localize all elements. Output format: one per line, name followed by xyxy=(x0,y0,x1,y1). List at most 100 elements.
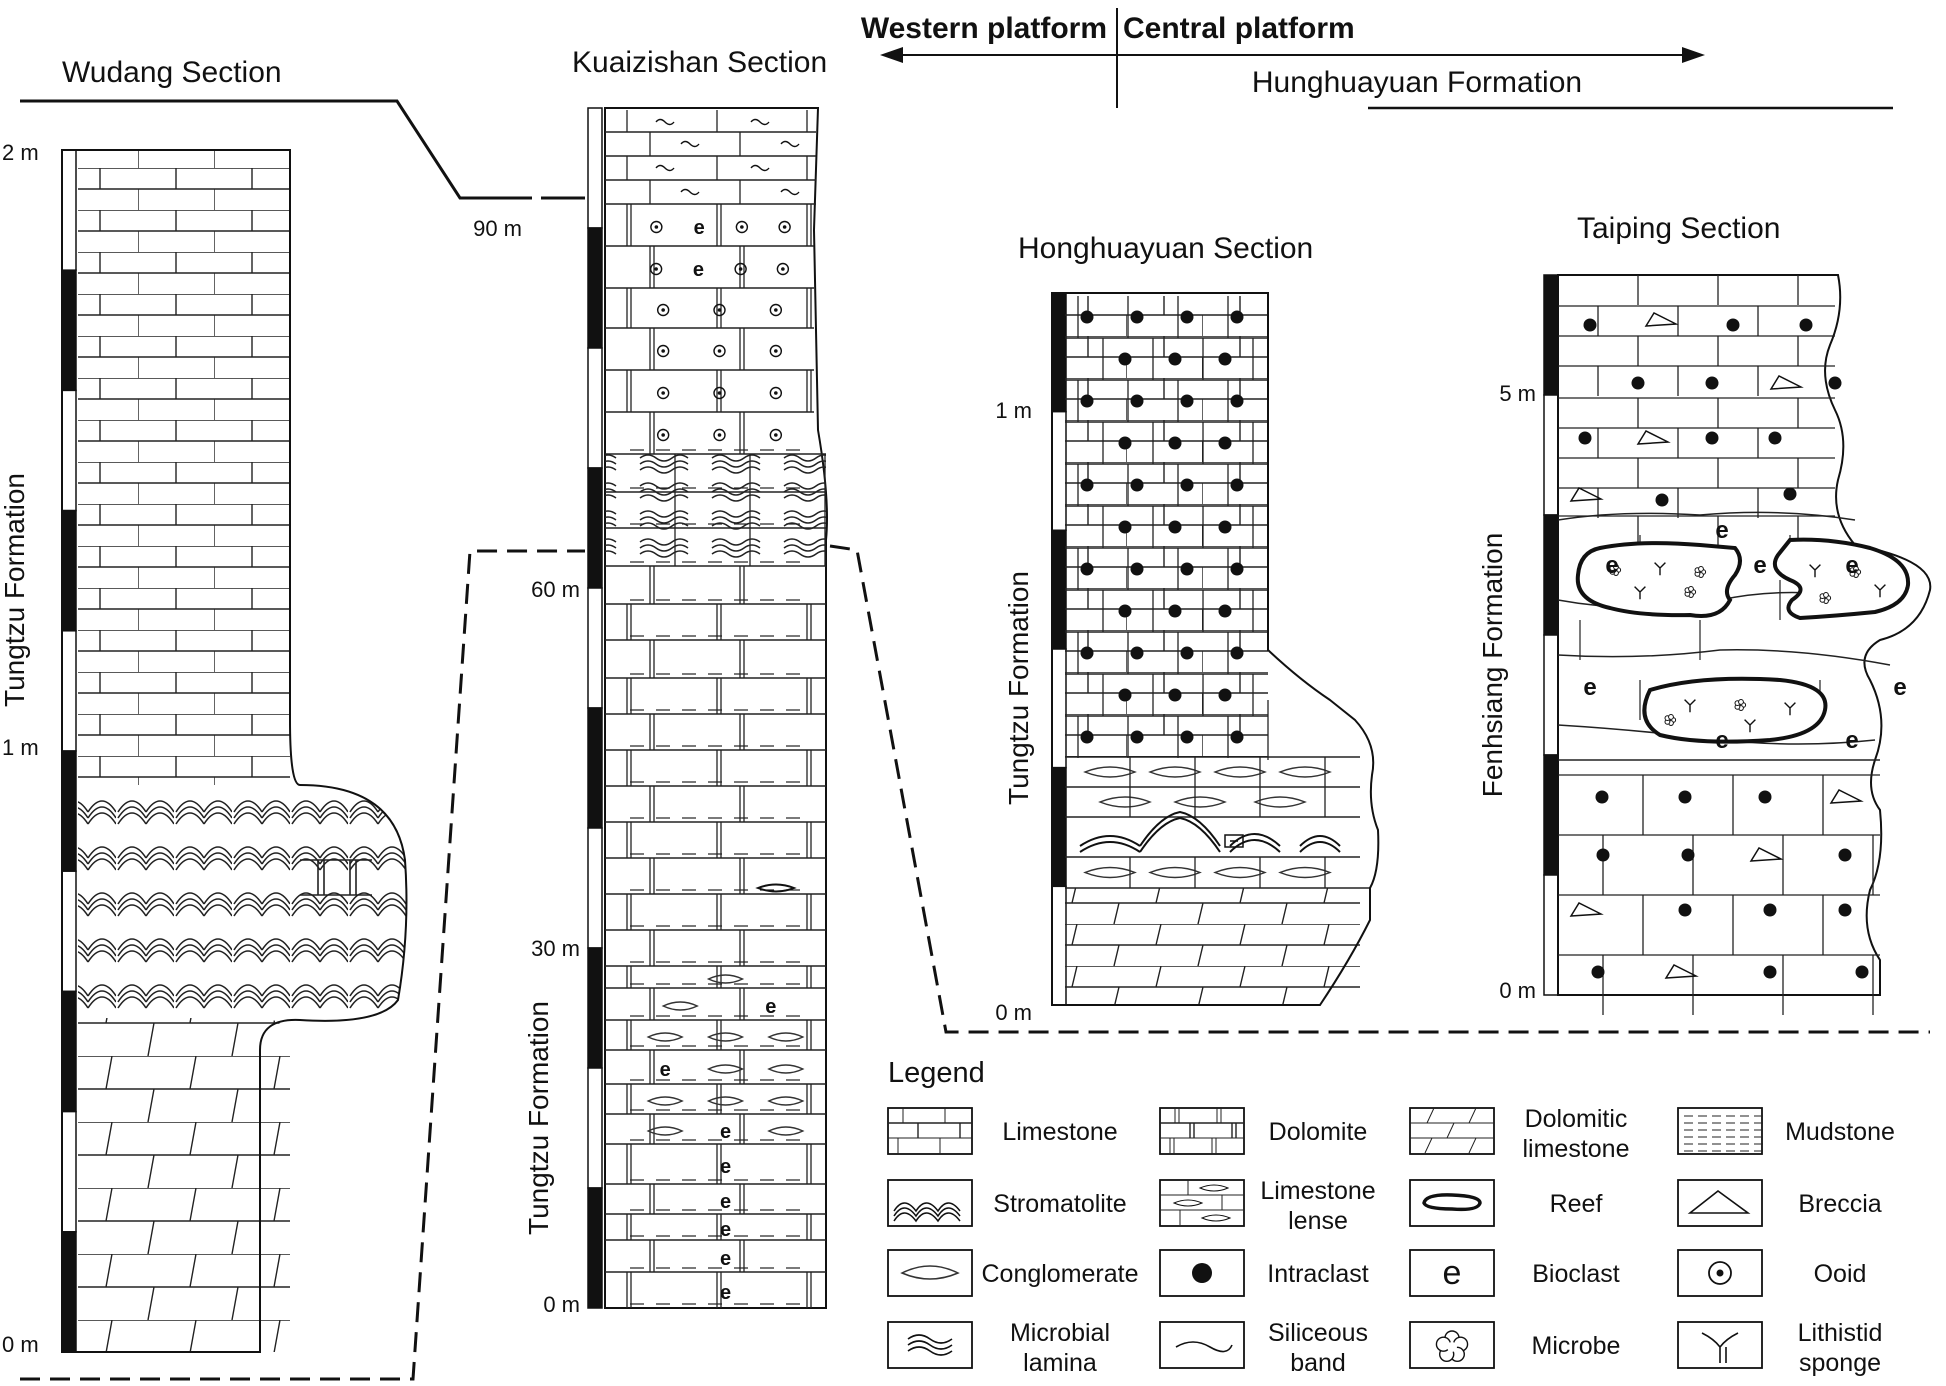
sponge-mark xyxy=(1634,586,1646,600)
bioclast-mark: e xyxy=(1583,674,1596,701)
scale-segment xyxy=(1051,410,1067,532)
wudang-section: Wudang Section Tungtzu Formation 2 m 1 m… xyxy=(0,56,408,1357)
intraclast-mark xyxy=(1130,646,1144,660)
conglomerate-mark xyxy=(1278,766,1332,778)
siliceous-mark xyxy=(780,140,800,148)
intraclast-mark xyxy=(1678,790,1692,804)
reef-mark xyxy=(1773,537,1911,621)
breccia-mark xyxy=(1769,375,1804,390)
intraclast-mark xyxy=(1080,646,1094,660)
legend-label-microbial: lamina xyxy=(1023,1349,1097,1377)
bioclast-mark: e xyxy=(720,1191,731,1213)
wudang-scale-2m: 2 m xyxy=(2,140,39,165)
intraclast-mark xyxy=(1763,903,1777,917)
siliceous-mark xyxy=(655,118,675,126)
intraclast-mark xyxy=(1080,562,1094,576)
legend-label-siliceous: Siliceous xyxy=(1268,1319,1368,1347)
siliceous-mark xyxy=(750,118,770,126)
sponge-mark xyxy=(1684,699,1696,713)
honghuayuan-dolomitic-limestone-unit xyxy=(1065,888,1360,1005)
intraclast-mark xyxy=(1218,520,1232,534)
taiping-formation: Fenhsiang Formation xyxy=(1477,533,1508,798)
scale-segment xyxy=(1543,634,1559,756)
scale-segment xyxy=(1051,885,1067,1006)
scale-segment xyxy=(1051,766,1067,888)
intraclast-mark xyxy=(1080,310,1094,324)
bioclast-mark: e xyxy=(1893,674,1906,701)
intraclast-mark xyxy=(1180,478,1194,492)
honghuayuan-section: Honghuayuan Section Tungtzu Formation 1 … xyxy=(995,232,1380,1025)
conglomerate-mark xyxy=(767,1064,805,1074)
bioclast-mark: e xyxy=(1715,517,1728,544)
breccia-mark xyxy=(1636,430,1671,445)
scale-segment xyxy=(587,1067,603,1189)
honghuayuan-scale-bar xyxy=(1051,292,1067,1006)
reef-icon xyxy=(1409,1179,1495,1227)
taiping-outline xyxy=(1557,274,1932,996)
legend-label-stromatolite: Stromatolite xyxy=(993,1190,1126,1218)
kuaizishan-scale-bar xyxy=(587,107,603,1309)
bioclast-mark: e xyxy=(1715,727,1728,754)
microbe-mark xyxy=(1609,564,1622,576)
intraclast-mark xyxy=(1855,965,1869,979)
intraclast-mark xyxy=(1218,352,1232,366)
scale-segment xyxy=(1543,514,1559,636)
scale-segment xyxy=(61,149,77,271)
conglomerate-mark xyxy=(1253,796,1307,808)
bioclast-mark: e xyxy=(720,1219,731,1241)
scale-segment xyxy=(587,587,603,709)
legend-label-conglomerate: Conglomerate xyxy=(981,1260,1138,1288)
legend-label-sponge: Lithistid xyxy=(1798,1319,1883,1347)
intraclast-mark xyxy=(1230,730,1244,744)
ooid-mark xyxy=(769,303,783,317)
kuaizishan-scale-0m: 0 m xyxy=(543,1292,580,1317)
intraclast-mark xyxy=(1578,431,1592,445)
limestone-lense-mark xyxy=(755,883,797,893)
ooid-mark xyxy=(778,220,791,234)
scale-segment xyxy=(587,1187,603,1309)
siliceous-mark xyxy=(750,164,770,172)
conglomerate-mark xyxy=(706,974,745,984)
legend-title: Legend xyxy=(888,1057,985,1089)
intraclast-mark xyxy=(1118,688,1132,702)
intraclast-mark xyxy=(1783,487,1797,501)
sponge-mark xyxy=(1809,564,1821,578)
breccia-icon xyxy=(1677,1179,1763,1227)
intraclast-mark xyxy=(1230,646,1244,660)
intraclast-mark xyxy=(1230,562,1244,576)
bioclast-mark: e xyxy=(765,996,776,1018)
microbe-mark xyxy=(1819,592,1832,604)
ooid-mark xyxy=(649,262,663,276)
intraclast-mark xyxy=(1631,376,1645,390)
microbe-mark xyxy=(1734,699,1747,711)
dolomitic-limestone-icon xyxy=(1409,1107,1495,1155)
intraclast-mark xyxy=(1130,562,1144,576)
wudang-limestone-unit xyxy=(78,150,290,785)
reef-mark xyxy=(1575,541,1742,618)
svg-text:e: e xyxy=(1443,1254,1462,1292)
intraclast-mark xyxy=(1230,478,1244,492)
western-platform-label: Western platform xyxy=(861,12,1107,45)
intraclast-mark xyxy=(1705,431,1719,445)
intraclast-mark xyxy=(1118,436,1132,450)
breccia-mark xyxy=(1644,312,1679,327)
ooid-mark xyxy=(776,262,790,276)
intraclast-mark xyxy=(1218,436,1232,450)
scale-segment xyxy=(1543,874,1559,996)
scale-segment xyxy=(61,990,77,1113)
legend-label-reef: Reef xyxy=(1550,1190,1603,1218)
dolomite-icon xyxy=(1159,1107,1245,1155)
conglomerate-mark xyxy=(1213,866,1267,879)
intraclast-mark xyxy=(1838,903,1852,917)
intraclast-mark xyxy=(1218,688,1232,702)
legend-label-sponge: sponge xyxy=(1799,1349,1881,1377)
breccia-mark xyxy=(1664,964,1699,979)
intraclast-mark xyxy=(1230,310,1244,324)
intraclast-mark xyxy=(1180,310,1194,324)
intraclast-mark xyxy=(1168,604,1182,618)
intraclast-mark xyxy=(1118,604,1132,618)
western-arrowhead-icon xyxy=(880,47,903,63)
scale-segment xyxy=(61,750,77,872)
